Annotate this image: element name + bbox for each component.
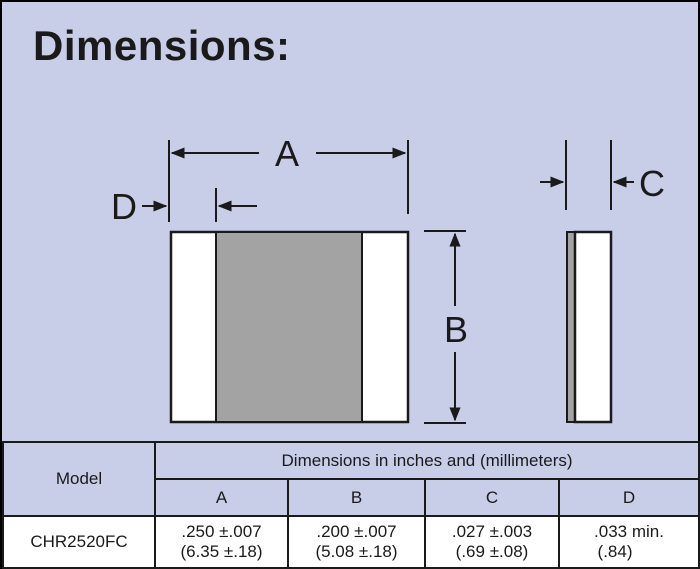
dimensions-table: Model Dimensions in inches and (millimet… <box>2 441 700 569</box>
value-c-millimeters: (.69 ±.08) <box>455 542 529 561</box>
dimension-b: B <box>424 230 468 424</box>
value-b-millimeters: (5.08 ±.18) <box>315 542 398 561</box>
column-header-b: B <box>287 478 426 517</box>
dimension-c: C <box>540 140 665 210</box>
value-c-inches: .027 ±.003 <box>451 522 533 541</box>
value-d-inches: .033 min. <box>594 522 664 541</box>
dimension-c-label: C <box>639 163 665 204</box>
dimension-b-label: B <box>444 309 468 350</box>
value-cell-c: .027 ±.003 (.69 ±.08) <box>424 515 560 569</box>
value-cell-a: .250 ±.007 (6.35 ±.18) <box>154 515 289 569</box>
value-a-millimeters: (6.35 ±.18) <box>180 542 263 561</box>
dimension-diagram: A D B C <box>111 133 665 424</box>
dimension-a-label: A <box>275 133 299 174</box>
value-d-millimeters: (.84) <box>597 542 633 561</box>
model-cell: CHR2520FC <box>2 515 156 569</box>
column-header-a: A <box>154 478 289 517</box>
column-header-c: C <box>424 478 560 517</box>
dimension-a: A <box>168 133 409 222</box>
dimension-d: D <box>111 186 257 227</box>
table-row: CHR2520FC .250 ±.007 (6.35 ±.18) .200 ±.… <box>2 515 700 569</box>
value-cell-b: .200 ±.007 (5.08 ±.18) <box>287 515 426 569</box>
page-title: Dimensions: <box>33 22 291 69</box>
front-view <box>169 230 410 424</box>
value-a-inches: .250 ±.007 <box>181 522 262 541</box>
column-header-d: D <box>557 478 700 517</box>
side-view <box>566 230 613 424</box>
dimensions-group-header: Dimensions in inches and (millimeters) <box>153 441 700 480</box>
resistive-element <box>215 231 363 423</box>
value-b-inches: .200 ±.007 <box>316 522 397 541</box>
side-substrate <box>573 230 613 424</box>
dimension-d-label: D <box>111 186 137 227</box>
value-cell-d: .033 min. (.84) <box>557 515 700 569</box>
model-header: Model <box>2 441 156 517</box>
